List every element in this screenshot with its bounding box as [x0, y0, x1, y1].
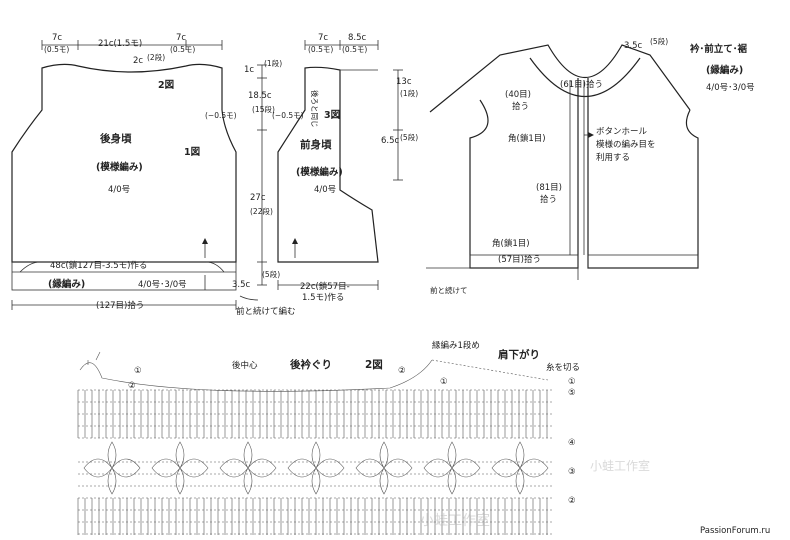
back-fig2-ref: 2図: [158, 80, 174, 91]
chart-row-right-3: ③: [568, 467, 576, 477]
front-edge-rows: (5段): [400, 132, 418, 142]
finish-corner1: 角(鎖1目): [508, 133, 546, 144]
front-shoulder: 7c: [318, 33, 328, 43]
back-shoulder-left-rows: (0.5モ): [44, 45, 69, 54]
finish-buttonhole2: 模様の編み目を: [596, 139, 656, 150]
finishing-schematic: 衿･前立て･裾 (縁編み) 4/0号･3/0号 3.5c (5段) (61目)拾…: [426, 36, 755, 295]
chart-row-right-2: ②: [568, 496, 576, 506]
front-edge: 6.5c: [381, 136, 400, 146]
finish-collar-height: 3.5c: [624, 41, 643, 51]
motif-petals: [83, 441, 141, 495]
side-border-rows: (5段): [262, 269, 280, 279]
stitch-motif: [287, 441, 345, 495]
back-armhole-dec: (−0.5モ): [205, 111, 237, 120]
back-shoulder-left: 7c: [52, 33, 62, 43]
finish-hem-pick: (57目)拾う: [498, 254, 541, 265]
front-piece-schematic: 7c (0.5モ) 8.5c (0.5モ) 後ろと同じ (−0.5モ) 3図 前…: [236, 33, 418, 317]
front-half-width-rows: (0.5モ): [342, 45, 367, 54]
back-neck-depth: 2c: [133, 56, 143, 66]
chart-row-1b: ①: [440, 377, 448, 387]
back-border-hook: 4/0号･3/0号: [138, 280, 187, 290]
motif-petals: [423, 441, 481, 495]
chart-row-right-5: ⑤: [568, 388, 576, 398]
motif-petals: [151, 441, 209, 495]
back-border-label: (縁編み): [48, 278, 85, 290]
finish-buttonhole3: 利用する: [596, 152, 630, 163]
front-width-2: 1.5モ)作る: [302, 292, 344, 303]
finish-continue: 前と続けて: [430, 285, 468, 295]
front-half-width: 8.5c: [348, 33, 367, 43]
side-body-rows: (22段): [250, 206, 273, 216]
finish-neck-pick: (61目)拾う: [560, 79, 603, 90]
chart-row-right-4: ④: [568, 438, 576, 448]
finish-subtitle: (縁編み): [706, 64, 743, 76]
front-title: 前身頃: [300, 138, 332, 151]
finish-hook: 4/0号･3/0号: [706, 83, 755, 93]
back-neck-depth-rows: (2段): [147, 52, 165, 62]
watermark-site: PassionForum.ru: [700, 526, 770, 536]
chart-border-row1: 縁編み1段め: [432, 340, 480, 351]
side-top-rows: (1段): [264, 58, 282, 68]
stitch-motif: [83, 441, 141, 495]
motif-petals: [491, 441, 549, 495]
back-pattern: (模様編み): [96, 161, 143, 173]
back-hook: 4/0号: [108, 185, 130, 195]
side-dimensions: 1c (1段) 18.5c (15段) 27c (22段) 3.5c (5段): [232, 58, 282, 290]
side-border: 3.5c: [232, 280, 251, 290]
stitch-motif: [491, 441, 549, 495]
watermark-logo: 小蛙工作室: [590, 458, 650, 473]
chart-row-right-1: ①: [568, 377, 576, 387]
chart-fig2: 2図: [365, 359, 383, 371]
front-armhole-dec: (−0.5モ): [272, 111, 304, 120]
motif-petals: [287, 441, 345, 495]
front-same-as-back: 後ろと同じ: [310, 90, 320, 128]
finish-buttonhole1: ボタンホール: [596, 127, 648, 137]
side-armhole: 18.5c: [248, 91, 272, 101]
chart-shoulder-slope: 肩下がり: [498, 348, 540, 361]
chart-row-2: ②: [128, 381, 136, 391]
stitch-motif: [355, 441, 413, 495]
finish-front-pick2: (81目): [536, 183, 562, 193]
stitch-motif: [219, 441, 277, 495]
motif-petals: [219, 441, 277, 495]
chart-row-1: ①: [134, 366, 142, 376]
side-armhole-rows: (15段): [252, 104, 275, 114]
front-shoulder-rows: (0.5モ): [308, 45, 333, 54]
front-fig3-ref: 3図: [324, 110, 340, 121]
chart-neck-title: 後衿ぐり: [289, 358, 332, 371]
front-hook: 4/0号: [314, 185, 336, 195]
stitch-grid: [77, 389, 552, 535]
finish-front-pick1: (40目): [505, 90, 531, 100]
front-neck: 13c: [396, 77, 412, 87]
back-pickup: (127目)拾う: [96, 300, 144, 311]
chart-row-2b: ②: [398, 366, 406, 376]
finish-title: 衿･前立て･裾: [690, 43, 748, 55]
finish-front-pick1b: 拾う: [512, 101, 529, 112]
side-top: 1c: [244, 65, 254, 75]
finish-front-pick2b: 拾う: [540, 194, 557, 205]
chart-center: 後中心: [232, 360, 258, 371]
back-piece-schematic: 7c (0.5モ) 21c(1.5モ) 7c (0.5モ) 2c (2段) 2図…: [11, 33, 237, 311]
back-title: 後身頃: [99, 132, 132, 145]
back-shoulder-right: 7c: [176, 33, 186, 43]
front-continue: 前と続けて編む: [236, 306, 296, 317]
front-pattern: (模様編み): [296, 166, 343, 178]
motif-petals: [355, 441, 413, 495]
back-neck-width: 21c(1.5モ): [98, 39, 142, 49]
back-fig1-ref: 1図: [184, 147, 200, 158]
front-neck-rows: (1段): [400, 88, 418, 98]
chart-cut-yarn: 糸を切る: [546, 362, 580, 373]
watermark-text: 小蛙工作室: [420, 512, 490, 529]
finish-corner2: 角(鎖1目): [492, 238, 530, 249]
stitch-motifs: [83, 441, 549, 495]
side-body: 27c: [250, 193, 266, 203]
back-shoulder-right-rows: (0.5モ): [170, 45, 195, 54]
back-width: 48c(鎖127目-3.5モ)作る: [50, 260, 147, 271]
front-width: 22c(鎖57目-: [300, 281, 350, 292]
stitch-chart: 後中心 後衿ぐり 2図 縁編み1段め 肩下がり 糸を切る ① ② ② ① ① ⑤…: [77, 340, 770, 536]
stitch-motif: [423, 441, 481, 495]
finish-collar-rows: (5段): [650, 36, 668, 46]
stitch-motif: [151, 441, 209, 495]
